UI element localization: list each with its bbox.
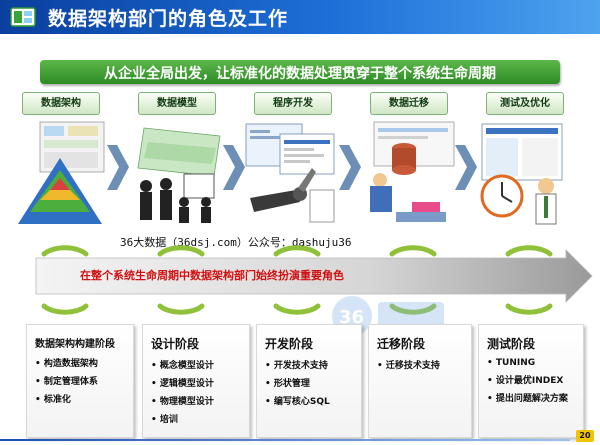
cycle-arrow-icon xyxy=(41,245,553,315)
phase-box-testing: 测试阶段 TUNING 设计最优INDEX 提出问题解决方案 xyxy=(478,324,584,438)
footer-line xyxy=(0,439,570,441)
phase-item: 编写核心SQL xyxy=(265,394,361,407)
phase-box-development: 开发阶段 开发技术支持 形状管理 编写核心SQL xyxy=(256,324,362,438)
stage-pill-data-architecture: 数据架构 xyxy=(22,92,100,115)
phase-item: 开发技术支持 xyxy=(265,358,361,371)
flow-chevron-icon xyxy=(223,145,245,190)
phase-item: 构造数据架构 xyxy=(35,356,133,369)
lifecycle-band xyxy=(35,245,593,315)
stage-pill-data-migration: 数据迁移 xyxy=(370,92,448,115)
header-bar: 数据架构部门的角色及工作 xyxy=(0,0,600,34)
banner: 从企业全局出发，让标准化的数据处理贯穿于整个系统生命周期 xyxy=(40,60,560,84)
phase-title: 开发阶段 xyxy=(265,337,314,351)
phase-item: TUNING xyxy=(487,358,583,368)
band-caption: 在整个系统生命周期中数据架构部门始终扮演重要角色 xyxy=(80,269,344,282)
phase-item: 标准化 xyxy=(35,392,133,405)
developer-screens-illustration xyxy=(245,123,335,223)
svg-text:36: 36 xyxy=(339,307,364,328)
meeting-illustration xyxy=(137,127,221,223)
phase-box-design: 设计阶段 概念模型设计 逻辑模型设计 物理模型设计 培训 xyxy=(142,324,250,438)
phase-title: 测试阶段 xyxy=(487,337,536,351)
testing-illustration xyxy=(480,123,563,225)
banner-text: 从企业全局出发，让标准化的数据处理贯穿于整个系统生命周期 xyxy=(104,66,496,82)
stage-pill-data-model: 数据模型 xyxy=(138,92,216,115)
phase-item: 培训 xyxy=(151,412,249,425)
flow-chevron-icon xyxy=(107,145,129,190)
pyramid-illustration xyxy=(18,121,105,224)
migration-illustration xyxy=(370,121,455,222)
phase-item: 形状管理 xyxy=(265,376,361,389)
phase-box-migration: 迁移阶段 迁移技术支持 xyxy=(368,324,472,438)
phase-item: 物理模型设计 xyxy=(151,394,249,407)
phase-title: 数据架构构建阶段 xyxy=(35,339,115,350)
phase-title: 迁移阶段 xyxy=(377,337,426,351)
page-title: 数据架构部门的角色及工作 xyxy=(48,8,289,30)
page-number-badge: 20 xyxy=(576,430,594,442)
stage-pill-test-optimize: 测试及优化 xyxy=(486,92,564,115)
flow-chevron-icon xyxy=(455,145,477,190)
phase-item: 迁移技术支持 xyxy=(377,358,471,371)
flow-chevron-icon xyxy=(339,145,361,190)
phase-item: 制定管理体系 xyxy=(35,374,133,387)
phase-item: 概念模型设计 xyxy=(151,358,249,371)
phase-item: 逻辑模型设计 xyxy=(151,376,249,389)
stage-pill-program-dev: 程序开发 xyxy=(254,92,332,115)
phase-title: 设计阶段 xyxy=(151,337,200,351)
phase-box-architecture: 数据架构构建阶段 构造数据架构 制定管理体系 标准化 xyxy=(26,324,134,438)
phase-item: 提出问题解决方案 xyxy=(487,391,583,404)
phase-item: 设计最优INDEX xyxy=(487,373,583,386)
slides-logo-icon xyxy=(10,7,36,27)
